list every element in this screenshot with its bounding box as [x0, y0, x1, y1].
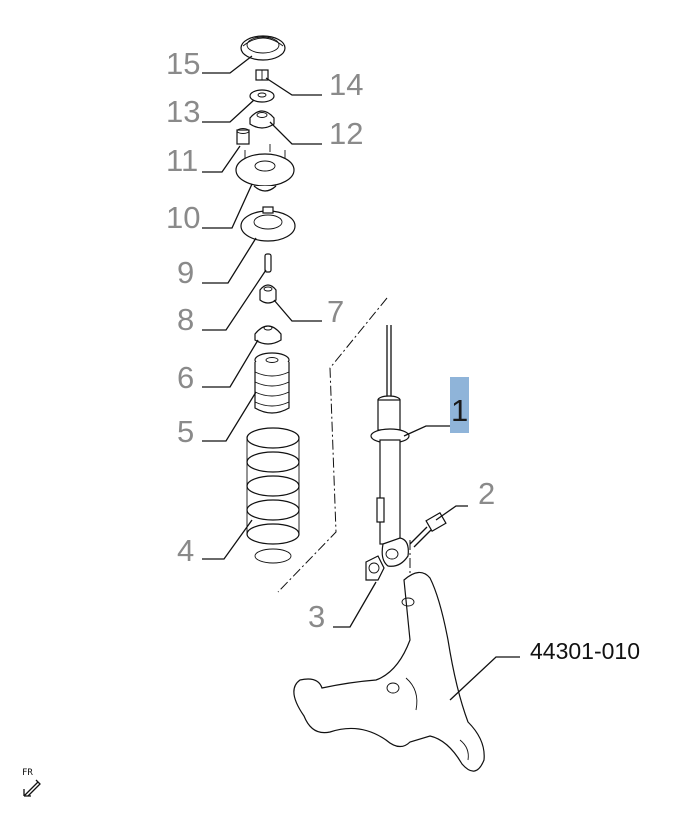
- callout-2: 2: [478, 476, 495, 511]
- fr-label: FR: [22, 768, 33, 778]
- callout-4: 4: [177, 533, 194, 568]
- part-10-upper-mount: [235, 144, 295, 192]
- callout-9: 9: [177, 255, 194, 290]
- reference-part-number: 44301-010: [530, 638, 640, 664]
- callout-14: 14: [329, 67, 363, 102]
- part-13-washer: [249, 89, 275, 103]
- part-6-bump-cap: [254, 325, 282, 345]
- lower-control-arm-44301-010: [293, 571, 485, 772]
- front-direction-marker: FR: [22, 768, 41, 797]
- part-7-stopper: [259, 284, 277, 304]
- part-1-shock-absorber: [370, 325, 410, 567]
- callout-1: 1: [451, 393, 468, 428]
- part-4-coil-spring: [246, 427, 300, 564]
- part-8-pin: [264, 253, 272, 273]
- part-2-bolt: [409, 511, 447, 548]
- part-9-spring-seat: [240, 206, 296, 242]
- callout-6: 6: [177, 360, 194, 395]
- callout-13: 13: [166, 94, 200, 129]
- assembly-boundary-line: [277, 297, 388, 593]
- callout-11: 11: [166, 143, 198, 178]
- callout-10: 10: [166, 200, 200, 235]
- part-5-bump-bellows: [254, 352, 290, 414]
- part-12-bushing: [249, 110, 275, 129]
- callout-3: 3: [308, 599, 325, 634]
- part-11-nut: [236, 128, 250, 145]
- callout-7: 7: [327, 294, 344, 329]
- part-3-bushing-nut: [365, 555, 385, 581]
- part-14-nut: [255, 69, 269, 81]
- callout-12: 12: [329, 116, 363, 151]
- fr-arrow-icon: [23, 781, 39, 797]
- part-15-dust-cap: [240, 35, 286, 61]
- leader-lines: [202, 55, 520, 701]
- callout-15: 15: [166, 46, 200, 81]
- callout-5: 5: [177, 414, 194, 449]
- callout-1-highlight: [450, 377, 469, 433]
- callout-8: 8: [177, 302, 194, 337]
